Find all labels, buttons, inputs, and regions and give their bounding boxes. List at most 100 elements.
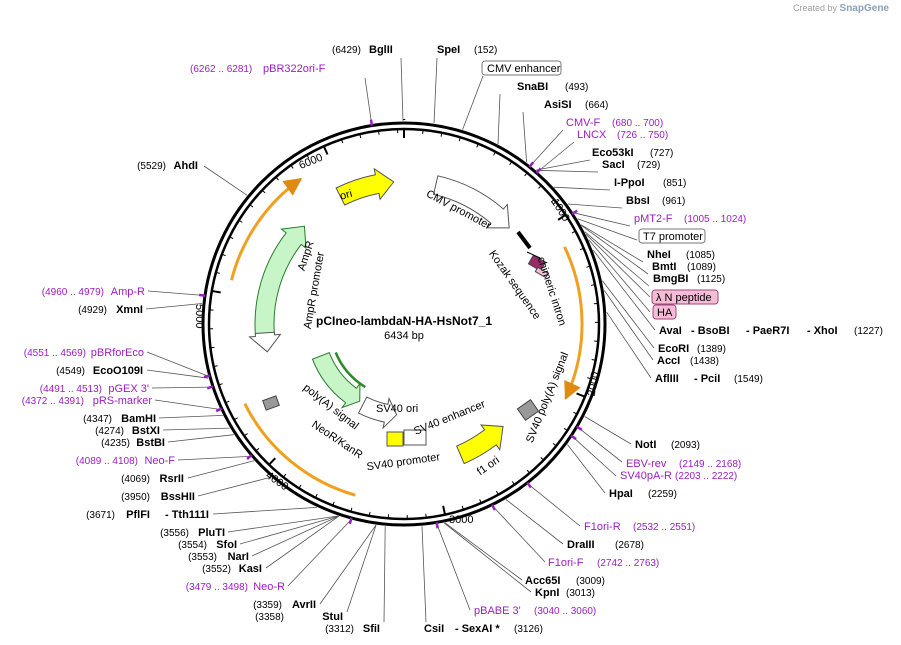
label-f1orif-coord: (2742 .. 2763)	[597, 558, 659, 569]
label-pbabe: pBABE 3'	[474, 605, 521, 617]
feature-sv40-promoter-label: SV40 promoter	[366, 451, 441, 473]
label-rsrii: RsrII	[160, 473, 184, 485]
label-avai: AvaI	[659, 325, 682, 337]
tick-3400	[368, 511, 371, 516]
leader-avrii	[319, 524, 377, 605]
label-pbrforeco-coord: (4551 .. 4569)	[24, 348, 86, 359]
tick-3600	[332, 501, 335, 506]
leader-pmt2f	[573, 212, 631, 227]
tick-label-4000: 4000	[263, 469, 290, 493]
leader-kpni	[443, 522, 532, 593]
label-bmti-coord: (1089)	[687, 262, 716, 273]
label-draiii: DraIII	[567, 539, 595, 551]
label-ahdi: AhdI	[174, 160, 198, 172]
primer-mark-3050	[435, 522, 439, 529]
tick-1800	[591, 359, 596, 361]
label-ecori-coord: (1389)	[697, 344, 726, 355]
tick-2000	[576, 392, 586, 398]
leader-bstxi	[162, 427, 230, 431]
label-prsmarker: pRS-marker	[93, 395, 153, 407]
label-nhei-coord: (1085)	[686, 250, 715, 261]
primer-mark-4560	[203, 374, 211, 379]
label-afliii: AflIII	[655, 373, 679, 385]
label-ecori: EcoRI	[658, 343, 689, 355]
label-f1orir-coord: (2532 .. 2551)	[633, 522, 695, 533]
tick-5100	[215, 271, 220, 274]
label-hpai: HpaI	[609, 488, 633, 500]
primer-mark-1015	[571, 209, 578, 215]
tick-900	[550, 199, 555, 203]
tick-2800	[479, 499, 482, 504]
label-lncx-coord: (726 .. 750)	[617, 130, 668, 141]
label-asisi: AsiSI	[544, 99, 572, 111]
backbone-outer	[201, 121, 607, 527]
label-pmt2f-coord: (1005 .. 1024)	[684, 214, 746, 225]
label-lambda-box	[651, 289, 719, 305]
label-sfii: SfiI	[363, 623, 380, 635]
label-sfii-coord: (3312)	[325, 624, 354, 635]
tick-2600	[511, 481, 515, 485]
label-kpni: KpnI	[535, 587, 559, 599]
leader-neor	[287, 519, 352, 587]
leader-ebvrev	[578, 427, 623, 463]
tick-1000	[557, 213, 567, 221]
sv40-promoter-arrow	[357, 396, 398, 430]
tick-4100	[255, 447, 260, 452]
leader-ha	[588, 239, 651, 313]
feature-sv40-ori-label: SV40 ori	[376, 403, 418, 415]
sv40-enhancer-box	[403, 429, 427, 446]
primer-mark-738	[535, 167, 542, 174]
label-avrii: AvrII	[292, 599, 316, 611]
label-acc65i: Acc65I	[525, 575, 560, 587]
ori-arrow	[335, 167, 395, 206]
leader-xmni	[145, 303, 203, 310]
tick-3700	[314, 493, 318, 498]
leader-pbr322	[364, 77, 372, 124]
leader-xhoi	[592, 249, 656, 331]
tick-4300	[233, 417, 238, 421]
label-pbabe-coord: (3040 .. 3060)	[534, 606, 596, 617]
plasmid-name: pCIneo-lambdaN-HA-HsNot7_1	[316, 314, 492, 328]
label-bmgbi: BmgBI	[653, 273, 688, 285]
leader-f1orir	[528, 483, 581, 527]
tick-5500	[249, 204, 254, 208]
label-stui: StuI	[322, 611, 343, 623]
leader-snabi	[497, 93, 501, 145]
tick-1200	[579, 247, 584, 251]
tick-1300	[586, 265, 591, 268]
tick-1400	[590, 284, 596, 286]
label-asisi-coord: (664)	[585, 100, 608, 111]
label-bsshii: BssHII	[161, 491, 195, 503]
label-pbr322-coord: (6262 .. 6281)	[190, 64, 252, 75]
tick-2100	[573, 411, 578, 415]
leader-cmvf	[530, 129, 564, 166]
ampr-arrow	[254, 225, 307, 336]
label-pflfi-coord: (3671)	[86, 510, 115, 521]
label-pbrforeco: pBRforEco	[91, 347, 144, 359]
label-eco53ki-coord: (727)	[650, 148, 673, 159]
leader-pflfi	[212, 507, 317, 515]
label-bbsi-coord: (961)	[662, 196, 685, 207]
label-sv40par-coord: (2203 .. 2222)	[675, 471, 737, 482]
ampr-promoter-arrow	[248, 331, 282, 353]
tick-5900	[306, 154, 310, 159]
label-xmni-coord: (4929)	[78, 305, 107, 316]
label-pluti: PluTI	[198, 527, 225, 539]
label-ampr-primer-coord: (4960 .. 4979)	[42, 287, 104, 298]
label-sv40par: SV40pA-R	[620, 470, 672, 482]
tick-500	[493, 151, 496, 156]
primer-mark-2212	[570, 434, 577, 441]
leader-pgex3	[151, 386, 212, 389]
label-pgex3-coord: (4491 .. 4513)	[40, 384, 102, 395]
tick-3900	[282, 473, 287, 478]
label-csii: CsiI	[424, 623, 444, 635]
sv40-polya-box	[516, 398, 540, 422]
label-cmv-enhancer-box	[481, 60, 562, 76]
label-bglii-coord: (6429)	[332, 45, 361, 56]
leader-acc65i	[444, 522, 523, 581]
feature-arrows	[230, 167, 584, 497]
leader-ippoi	[553, 186, 611, 191]
tick-5300	[229, 236, 234, 240]
tick-4000	[268, 457, 276, 466]
snapgene-brand: SnapGene	[839, 3, 889, 14]
